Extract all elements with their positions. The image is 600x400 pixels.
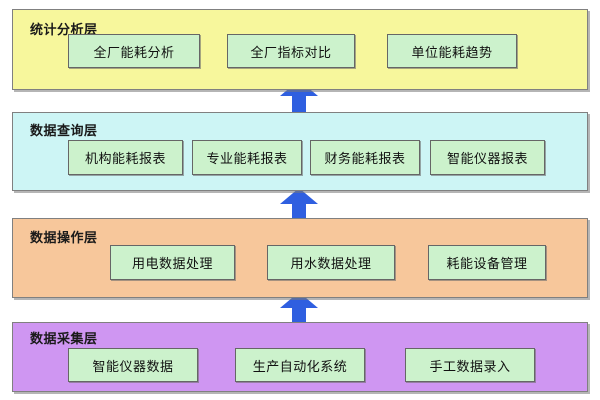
node-label: 专业能耗报表 xyxy=(206,152,288,167)
node-label: 财务能耗报表 xyxy=(324,152,406,167)
node-box[interactable]: 智能仪器报表 xyxy=(430,140,545,175)
node-label: 智能仪器报表 xyxy=(446,152,528,167)
node-label: 机构能耗报表 xyxy=(84,152,166,167)
node-label: 生产自动化系统 xyxy=(252,359,348,375)
up-arrow-icon xyxy=(280,292,318,325)
node-box[interactable]: 手工数据录入 xyxy=(405,348,535,382)
up-arrow-icon xyxy=(280,188,318,220)
node-box[interactable]: 生产自动化系统 xyxy=(235,348,365,382)
node-label: 耗能设备管理 xyxy=(446,257,528,272)
node-box[interactable]: 耗能设备管理 xyxy=(428,245,546,280)
layer-title-statistics-analysis-layer: 统计分析层 xyxy=(30,23,98,38)
node-label: 全厂指标对比 xyxy=(250,45,332,61)
node-box[interactable]: 专业能耗报表 xyxy=(192,140,302,175)
node-box[interactable]: 单位能耗趋势 xyxy=(387,34,517,68)
node-box[interactable]: 智能仪器数据 xyxy=(68,348,198,382)
layer-title-data-operation-layer: 数据操作层 xyxy=(30,231,98,246)
node-label: 单位能耗趋势 xyxy=(411,45,493,61)
node-box[interactable]: 用水数据处理 xyxy=(267,245,395,280)
node-label: 全厂能耗分析 xyxy=(93,45,175,61)
node-box[interactable]: 用电数据处理 xyxy=(110,245,235,280)
node-label: 智能仪器数据 xyxy=(92,359,174,375)
node-box[interactable]: 财务能耗报表 xyxy=(310,140,420,175)
layer-title-data-collection-layer: 数据采集层 xyxy=(30,332,98,347)
node-label: 用水数据处理 xyxy=(290,257,372,272)
node-box[interactable]: 全厂指标对比 xyxy=(227,34,355,68)
node-label: 用电数据处理 xyxy=(131,257,213,272)
layer-title-data-query-layer: 数据查询层 xyxy=(30,124,98,139)
node-label: 手工数据录入 xyxy=(429,359,511,375)
node-box[interactable]: 机构能耗报表 xyxy=(68,140,183,175)
node-box[interactable]: 全厂能耗分析 xyxy=(68,34,200,68)
